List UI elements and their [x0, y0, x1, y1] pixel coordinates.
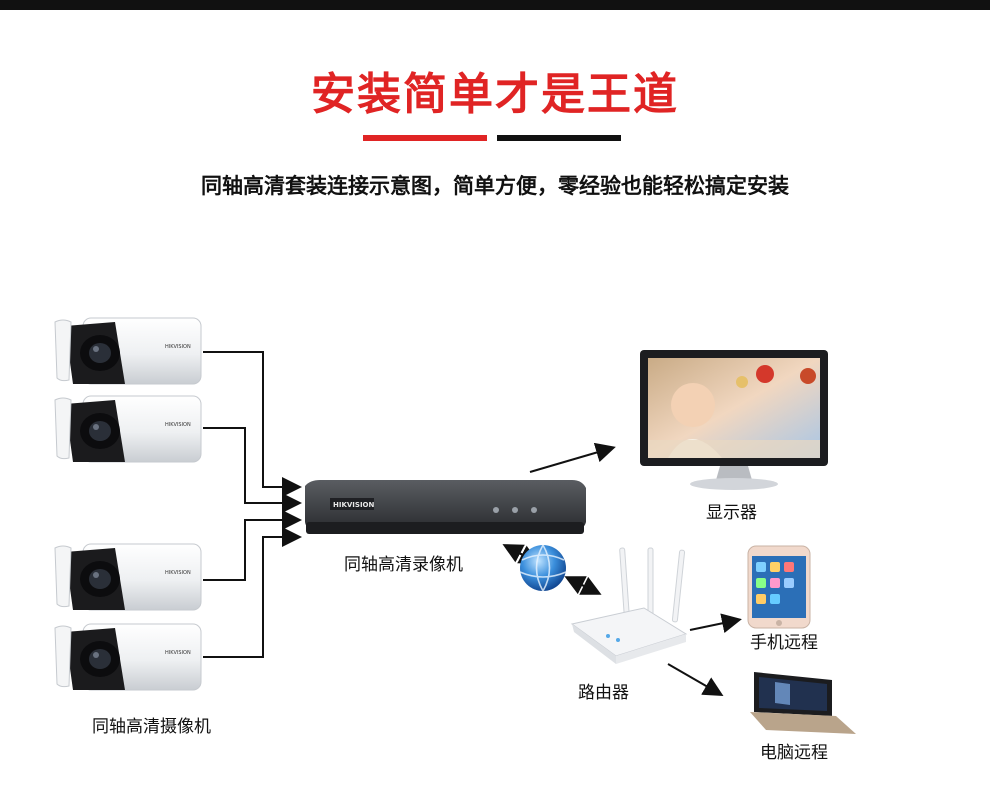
monitor — [640, 350, 828, 490]
camera-label: 同轴高清摄像机 — [92, 717, 211, 737]
svg-text:HIKVISION: HIKVISION — [165, 344, 191, 350]
svg-text:HIKVISION: HIKVISION — [165, 570, 191, 576]
title-underline-black — [497, 135, 621, 141]
svg-text:HIKVISION: HIKVISION — [333, 501, 375, 509]
internet-globe — [519, 544, 567, 592]
phone-label: 手机远程 — [750, 633, 818, 653]
laptop — [750, 672, 856, 734]
dvr-recorder: HIKVISION — [305, 480, 586, 534]
camera-2: HIKVISION — [54, 395, 202, 463]
camera-1: HIKVISION — [54, 317, 202, 385]
router-to-laptop-arrow — [667, 663, 724, 696]
phone — [747, 545, 811, 629]
camera-4: HIKVISION — [54, 623, 202, 691]
dvr-label: 同轴高清录像机 — [344, 555, 463, 575]
page-subtitle: 同轴高清套装连接示意图，简单方便，零经验也能轻松搞定安装 — [201, 174, 789, 198]
title-underline-red — [363, 135, 487, 141]
camera-cables — [203, 351, 302, 658]
monitor-label: 显示器 — [706, 503, 757, 523]
page-title: 安装简单才是王道 — [311, 69, 679, 120]
dvr-to-monitor-arrow — [529, 442, 616, 473]
router-label: 路由器 — [578, 683, 629, 703]
svg-text:HIKVISION: HIKVISION — [165, 422, 191, 428]
router-to-phone-arrow — [689, 613, 742, 634]
laptop-label: 电脑远程 — [760, 743, 828, 763]
camera-3: HIKVISION — [54, 543, 202, 611]
router — [570, 547, 688, 664]
top-bar — [0, 0, 990, 10]
svg-text:HIKVISION: HIKVISION — [165, 650, 191, 656]
